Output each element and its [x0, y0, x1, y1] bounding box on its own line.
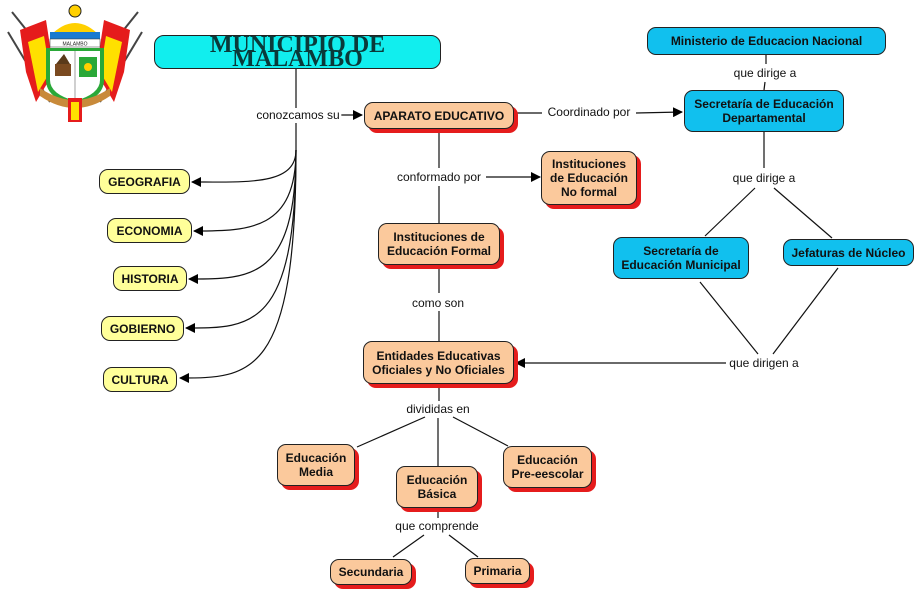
node-secundaria[interactable]: Secundaria: [330, 559, 412, 585]
link-divididas-preescolar: [452, 416, 509, 447]
node-secretaria-departamental[interactable]: Secretaría de Educación Departamental: [684, 90, 844, 132]
node-aparato-educativo[interactable]: APARATO EDUCATIVO: [364, 102, 514, 129]
node-secretaria-municipal-label: Secretaría de Educación Municipal: [621, 244, 741, 272]
node-entidades-educativas-label: Entidades Educativas Oficiales y No Ofic…: [372, 348, 505, 377]
title-text: MUNICIPIO DE MALAMBO: [209, 32, 386, 72]
node-economia-label: ECONOMIA: [116, 223, 183, 238]
node-entidades-educativas[interactable]: Entidades Educativas Oficiales y No Ofic…: [363, 341, 514, 384]
link-to-historia: [188, 149, 297, 285]
node-cultura[interactable]: CULTURA: [103, 367, 177, 392]
logo-banner-text: MALAMBO: [62, 42, 87, 48]
node-economia[interactable]: ECONOMIA: [107, 218, 192, 243]
link-label-como-son: como son: [409, 296, 467, 310]
link-label-conozcamos: conozcamos su: [254, 108, 342, 122]
node-instituciones-no-formal-label: Instituciones de Educación No formal: [549, 157, 629, 199]
node-jefaturas-nucleo-label: Jefaturas de Núcleo: [791, 245, 906, 260]
node-instituciones-no-formal[interactable]: Instituciones de Educación No formal: [541, 151, 637, 205]
node-educacion-media[interactable]: Educación Media: [277, 444, 355, 486]
node-aparato-educativo-label: APARATO EDUCATIVO: [373, 108, 505, 123]
node-jefaturas-nucleo[interactable]: Jefaturas de Núcleo: [783, 239, 914, 266]
link-coordinado-secdep: [635, 107, 683, 118]
link-dirige-secdep: [763, 81, 766, 91]
node-gobierno-label: GOBIERNO: [109, 321, 176, 336]
link-dirige2-secmun: [704, 187, 756, 237]
link-label-conformado: conformado por: [394, 170, 484, 184]
link-label-dirigen: que dirigen a: [727, 356, 801, 370]
link-secmun-dirigen: [699, 281, 759, 355]
node-educacion-preescolar[interactable]: Educación Pre-eescolar: [503, 446, 592, 488]
node-educacion-media-label: Educación Media: [285, 451, 347, 479]
link-label-comprende: que comprende: [393, 519, 481, 533]
node-historia-label: HISTORIA: [121, 271, 179, 286]
link-label-divididas: divididas en: [404, 402, 472, 416]
title-node-municipio[interactable]: MUNICIPIO DE MALAMBO: [154, 32, 441, 72]
link-to-economia: [193, 149, 297, 236]
node-gobierno[interactable]: GOBIERNO: [101, 316, 184, 341]
node-geografia-label: GEOGRAFIA: [108, 174, 181, 189]
node-historia[interactable]: HISTORIA: [113, 266, 187, 291]
link-to-geografia: [191, 149, 297, 188]
municipal-coat-of-arms-icon: MALAMBO: [7, 4, 143, 122]
node-educacion-preescolar-label: Educación Pre-eescolar: [511, 453, 584, 481]
link-comprende-primaria: [448, 534, 479, 558]
node-secretaria-departamental-label: Secretaría de Educación Departamental: [694, 97, 834, 125]
node-secundaria-label: Secundaria: [338, 565, 404, 579]
node-ministerio-educacion[interactable]: Ministerio de Educacion Nacional: [647, 27, 886, 55]
node-educacion-basica-label: Educación Básica: [406, 473, 468, 501]
link-comprende-secundaria: [392, 534, 425, 558]
link-to-cultura: [179, 149, 297, 383]
node-instituciones-formal[interactable]: Instituciones de Educación Formal: [378, 223, 500, 265]
node-primaria[interactable]: Primaria: [465, 558, 530, 584]
node-primaria-label: Primaria: [473, 564, 522, 578]
link-jefaturas-dirigen: [772, 267, 839, 355]
link-label-dirige-1: que dirige a: [731, 66, 799, 80]
node-secretaria-municipal[interactable]: Secretaría de Educación Municipal: [613, 237, 749, 279]
link-to-gobierno: [185, 149, 297, 334]
node-cultura-label: CULTURA: [111, 372, 169, 387]
link-label-dirige-2: que dirige a: [730, 171, 798, 185]
node-instituciones-formal-label: Instituciones de Educación Formal: [386, 230, 492, 258]
link-dirige2-jefaturas: [773, 187, 833, 239]
node-educacion-basica[interactable]: Educación Básica: [396, 466, 478, 508]
link-label-coordinado: Coordinado por: [545, 105, 633, 119]
link-divididas-media: [356, 416, 426, 448]
node-ministerio-educacion-label: Ministerio de Educacion Nacional: [670, 34, 863, 48]
node-geografia[interactable]: GEOGRAFIA: [99, 169, 190, 194]
